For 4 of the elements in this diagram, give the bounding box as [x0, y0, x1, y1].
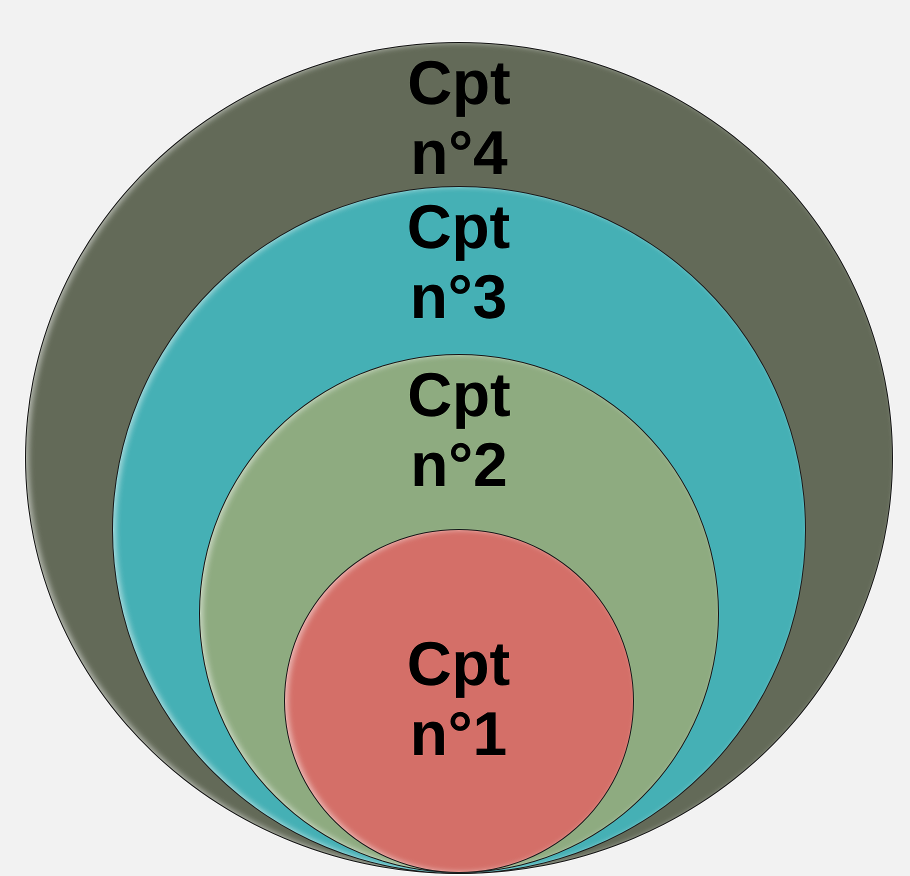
circle-label: Cpt n°2 — [406, 361, 512, 501]
circle-label: Cpt n°1 — [406, 630, 512, 770]
circle-label: Cpt n°4 — [406, 49, 512, 189]
circle-label: Cpt n°3 — [406, 192, 512, 332]
